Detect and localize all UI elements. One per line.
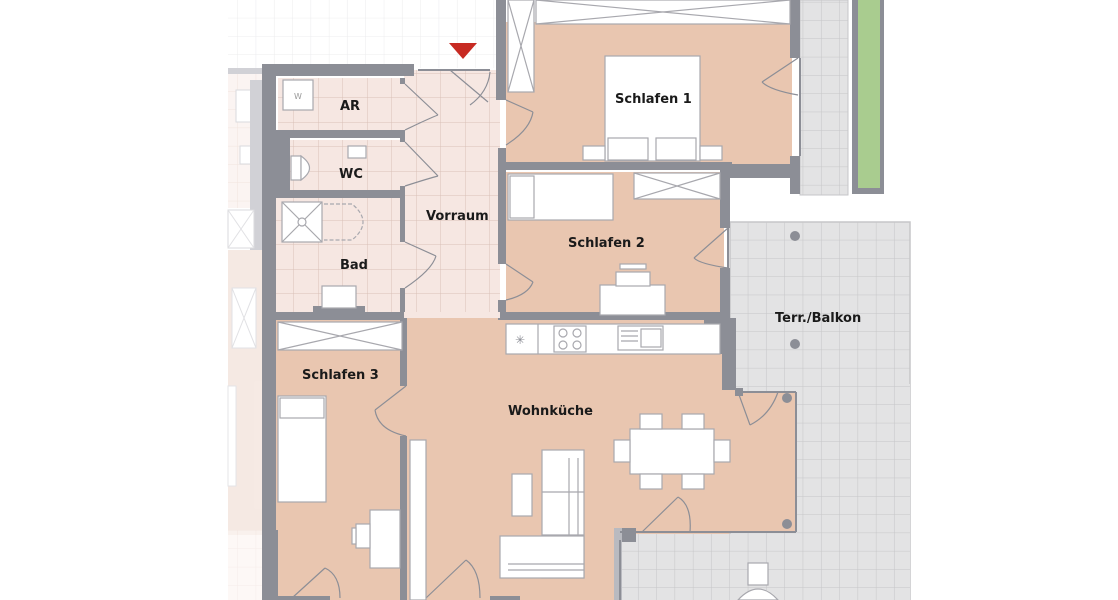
room-label-ar: AR xyxy=(340,99,360,114)
balcony-strip xyxy=(800,0,848,195)
room-label-schlafen3: Schlafen 3 xyxy=(302,368,379,383)
neighbor-unit-faded xyxy=(227,68,264,600)
freezer-icon: ✳ xyxy=(515,333,525,347)
door-swings xyxy=(291,57,799,599)
room-label-wohnkueche: Wohnküche xyxy=(508,404,593,419)
furniture xyxy=(277,0,791,600)
floor-vorraum xyxy=(404,70,500,314)
outdoor-area-top xyxy=(228,0,498,68)
room-label-schlafen1: Schlafen 1 xyxy=(615,92,692,107)
room-label-vorraum: Vorraum xyxy=(426,209,489,224)
terrace-columns xyxy=(782,231,800,529)
room-label-schlafen2: Schlafen 2 xyxy=(568,236,645,251)
washer-label: W xyxy=(294,92,302,101)
window-frames xyxy=(418,58,801,600)
room-label-terrasse: Terr./Balkon xyxy=(775,311,861,326)
entrance-arrow-icon xyxy=(449,43,477,59)
room-label-bad: Bad xyxy=(340,258,368,273)
washer xyxy=(282,79,314,111)
room-label-wc: WC xyxy=(339,167,363,182)
walls xyxy=(262,0,800,600)
